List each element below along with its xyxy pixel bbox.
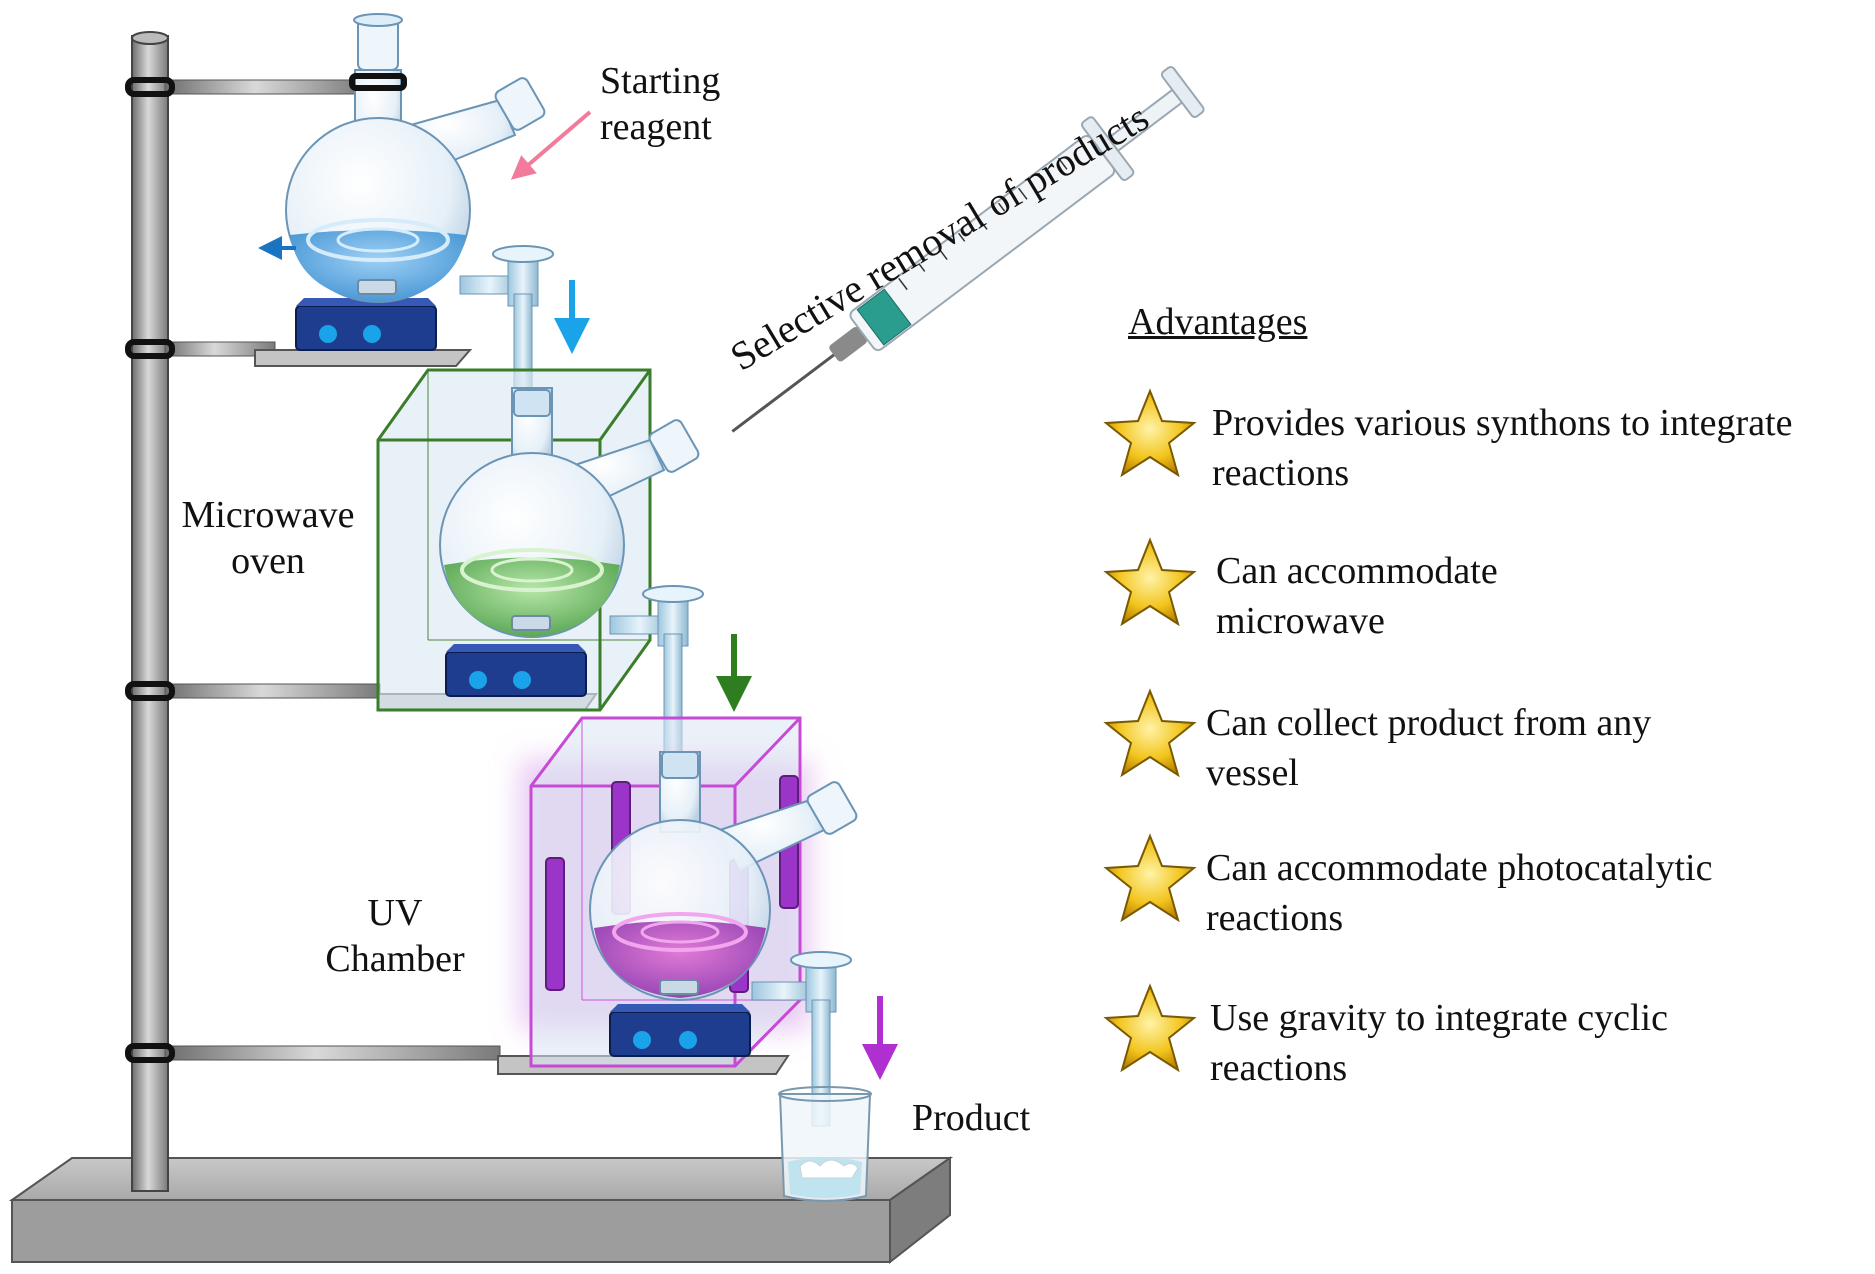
advantage-line1: Use gravity to integrate cyclic <box>1210 997 1668 1039</box>
advantage-text: Use gravity to integrate cyclic reaction… <box>1210 993 1870 1093</box>
advantage-line1: Can accommodate photocatalytic <box>1206 847 1713 889</box>
microwave-line1: Microwave <box>181 494 355 536</box>
advantage-line1: Can accommodate <box>1216 550 1498 592</box>
star-icon <box>1103 983 1197 1073</box>
advantage-line2: reactions <box>1206 897 1344 939</box>
product-label: Product <box>912 1097 1031 1139</box>
stand-rod <box>131 31 169 1192</box>
advantage-text: Provides various synthons to integrate r… <box>1212 398 1872 498</box>
advantages-title: Advantages <box>1128 301 1308 343</box>
stirrer-hotplate-icon <box>609 1004 751 1057</box>
uv-chamber-label: UV Chamber <box>300 890 490 982</box>
uv-line2: Chamber <box>325 938 465 980</box>
uv-line1: UV <box>367 892 423 934</box>
reagent-arrow-icon <box>510 110 592 180</box>
advantage-line2: vessel <box>1206 752 1299 794</box>
advantage-text: Can accommodate microwave <box>1216 546 1875 646</box>
advantage-item: Can accommodate photocatalytic reactions <box>1100 843 1875 963</box>
microwave-line2: oven <box>231 540 305 582</box>
advantage-line2: reactions <box>1210 1047 1348 1089</box>
advantage-text: Can accommodate photocatalytic reactions <box>1206 843 1866 943</box>
beaker-icon <box>778 1086 872 1202</box>
advantage-item: Provides various synthons to integrate r… <box>1100 398 1875 518</box>
star-icon <box>1103 833 1197 923</box>
star-icon <box>1103 388 1197 478</box>
round-bottom-flask-icon <box>589 751 858 1001</box>
stirrer-hotplate-icon <box>445 644 587 697</box>
star-icon <box>1103 688 1197 778</box>
advantage-item: Can collect product from any vessel <box>1100 698 1875 818</box>
starting-reagent-label: Starting reagent <box>600 58 720 150</box>
bottom-flask-assembly <box>589 751 898 1127</box>
stand-base <box>8 1156 954 1265</box>
clamp-arms <box>125 77 501 1063</box>
round-bottom-flask-icon <box>285 13 546 303</box>
advantage-text: Can collect product from any vessel <box>1206 698 1866 798</box>
advantage-line2: microwave <box>1216 600 1385 642</box>
microwave-oven-label: Microwave oven <box>168 492 368 584</box>
star-icon <box>1103 537 1197 627</box>
round-bottom-flask-icon <box>439 387 700 638</box>
advantage-item: Use gravity to integrate cyclic reaction… <box>1100 993 1875 1113</box>
advantage-item: Can accommodate microwave <box>1100 546 1875 666</box>
syringe-icon <box>731 66 1205 433</box>
top-flask-assembly <box>258 13 590 391</box>
starting-reagent-line2: reagent <box>600 106 712 148</box>
stirrer-hotplate-icon <box>295 298 437 351</box>
transfer-tube-1 <box>459 245 554 391</box>
starting-reagent-line1: Starting <box>600 60 721 102</box>
advantage-line1: Provides various synthons to integrate <box>1212 402 1793 444</box>
advantage-line1: Can collect product from any <box>1206 702 1652 744</box>
advantage-line2: reactions <box>1212 452 1350 494</box>
